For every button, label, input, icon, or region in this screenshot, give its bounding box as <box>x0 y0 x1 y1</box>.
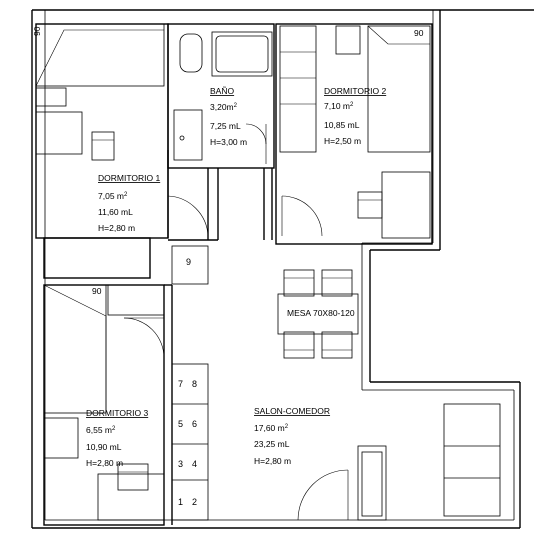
dormitorio1-name: DORMITORIO 1 <box>98 173 160 183</box>
cabinet-5-label: 5 <box>178 419 183 429</box>
interior-walls <box>35 23 433 526</box>
salon-height: H=2,80 m <box>254 456 291 466</box>
bano-area: 3,20m2 <box>210 102 238 112</box>
dormitorio1-door <box>167 195 209 237</box>
dormitorio1-height: H=2,80 m <box>98 223 135 233</box>
cabinet-2-label: 2 <box>192 497 197 507</box>
dormitorio1-area: 7,05 m2 <box>98 191 128 201</box>
salon-name: SALON-COMEDOR <box>254 406 330 416</box>
dormitorio2-height: H=2,50 m <box>324 136 361 146</box>
dormitorio3-name: DORMITORIO 3 <box>86 408 148 418</box>
label-dormitorio3: DORMITORIO 3 6,55 m2 10,90 mL H=2,80 m <box>86 408 148 468</box>
cabinet-6-label: 6 <box>192 419 197 429</box>
dormitorio2-perimeter: 10,85 mL <box>324 120 360 130</box>
cabinet-9-label: 9 <box>186 257 191 267</box>
bano-fixtures <box>173 31 273 164</box>
label-dormitorio2: DORMITORIO 2 7,10 m2 10,85 mL H=2,50 m <box>324 86 386 146</box>
dormitorio2-area: 7,10 m2 <box>324 101 354 111</box>
bano-name: BAÑO <box>210 86 234 96</box>
dormitorio1-perimeter: 11,60 mL <box>98 207 133 217</box>
dormitorio3-bed-label: 90 <box>92 286 102 296</box>
cabinet-8-label: 8 <box>192 379 197 389</box>
salon-perimeter: 23,25 mL <box>254 439 290 449</box>
label-salon: SALON-COMEDOR 17,60 m2 23,25 mL H=2,80 m <box>254 406 330 466</box>
cabinet-7-label: 7 <box>178 379 183 389</box>
dormitorio3-height: H=2,80 m <box>86 458 123 468</box>
label-bano: BAÑO 3,20m2 7,25 mL H=3,00 m <box>210 86 247 147</box>
dormitorio2-furniture: 90 <box>279 25 431 239</box>
salon-furniture <box>297 403 501 521</box>
bano-height: H=3,00 m <box>210 137 247 147</box>
dormitorio3-perimeter: 10,90 mL <box>86 442 122 452</box>
table-label: MESA 70X80-120 <box>287 308 355 318</box>
cabinet-3-label: 3 <box>178 459 183 469</box>
dormitorio2-bed-label: 90 <box>414 28 424 38</box>
cabinet-1-label: 1 <box>178 497 183 507</box>
bano-perimeter: 7,25 mL <box>210 121 241 131</box>
dormitorio1-bed-label: 90 <box>32 26 42 36</box>
dormitorio3-furniture: 90 <box>43 284 165 521</box>
cabinets: 9 7 8 5 6 3 4 1 2 <box>171 245 209 521</box>
dormitorio1-furniture: 90 <box>32 23 165 161</box>
exterior-walls <box>31 9 534 529</box>
dining-table: MESA 70X80-120 <box>277 269 359 359</box>
dormitorio2-name: DORMITORIO 2 <box>324 86 386 96</box>
cabinet-4-label: 4 <box>192 459 197 469</box>
label-dormitorio1: DORMITORIO 1 7,05 m2 11,60 mL H=2,80 m <box>98 173 160 233</box>
salon-area: 17,60 m2 <box>254 423 289 433</box>
dormitorio3-area: 6,55 m2 <box>86 425 116 435</box>
